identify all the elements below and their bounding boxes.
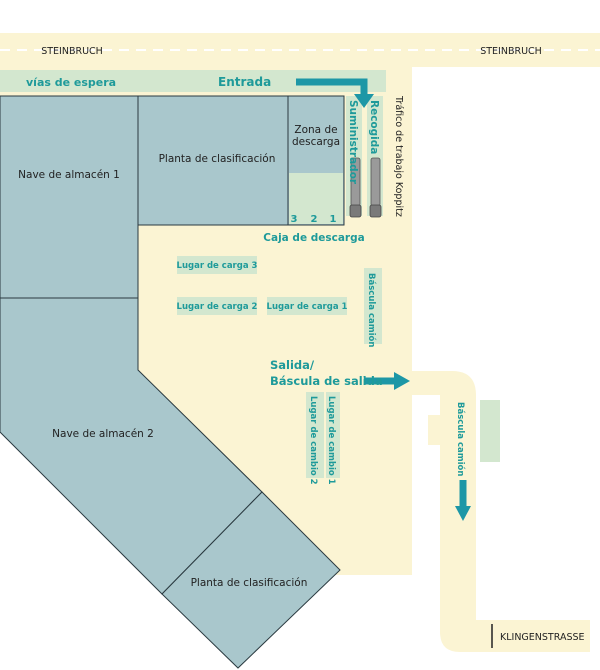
unloading-zone-bays — [289, 173, 343, 224]
waiting-lanes-strip — [0, 70, 386, 92]
label-supplier: Suministrador — [347, 100, 359, 185]
label-warehouse-2: Nave de almacén 2 — [52, 428, 154, 440]
label-change-2: Lugar de cambio 2 — [308, 396, 318, 485]
truck-scale-1-tag — [364, 268, 382, 344]
change-1-tag — [326, 392, 340, 478]
label-truck-scale-2: Báscula camión — [455, 402, 466, 476]
label-unloading-box: Caja de descarga — [263, 232, 364, 244]
road-label-klingenstrasse: KLINGENSTRASSE — [500, 632, 585, 643]
label-waiting-lanes: vías de espera — [26, 76, 116, 89]
loading-3-tag — [177, 256, 257, 274]
label-warehouse-1: Nave de almacén 1 — [18, 169, 120, 181]
label-pickup: Recogida — [368, 100, 380, 154]
label-exit-line1: Salida/ — [270, 358, 315, 372]
label-bay-3: 3 — [291, 214, 298, 225]
loading-2-tag — [177, 297, 257, 315]
label-unloading-zone-line1: Zona de — [294, 124, 337, 136]
exit-arrowhead-icon — [394, 372, 410, 390]
truck-cab-pickup — [369, 204, 382, 218]
label-entrance: Entrada — [218, 75, 271, 89]
label-loading-1: Lugar de carga 1 — [267, 302, 348, 312]
road-label-koppitz: Tráfico de trabajo Koppitz — [393, 95, 404, 217]
label-change-1: Lugar de cambio 1 — [326, 396, 336, 485]
warehouse-1 — [0, 95, 139, 299]
label-exit-line2: Báscula de salida — [270, 374, 383, 388]
truck-icon-pickup — [370, 157, 381, 207]
road-label-steinbruch-right: STEINBRUCH — [480, 46, 542, 57]
truck-cab-supplier — [349, 204, 362, 218]
sorting-plant-2 — [161, 491, 341, 669]
buildings — [0, 95, 345, 669]
loading-1-tag — [267, 297, 347, 315]
road-label-steinbruch-left: STEINBRUCH — [41, 46, 103, 57]
down-arrowhead-icon — [455, 506, 471, 521]
change-2-tag — [306, 392, 324, 478]
exit-road — [362, 371, 590, 652]
label-bay-2: 2 — [311, 214, 318, 225]
entrance-arrow-icon — [296, 78, 368, 96]
label-loading-2: Lugar de carga 2 — [177, 302, 258, 312]
label-sorting-plant-2: Planta de clasificación — [191, 577, 308, 589]
label-loading-3: Lugar de carga 3 — [177, 261, 258, 271]
entrance-arrowhead-icon — [354, 94, 374, 108]
label-sorting-plant-1: Planta de clasificación — [159, 153, 276, 165]
label-truck-scale-1: Báscula camión — [366, 273, 377, 347]
sorting-plant-1 — [137, 95, 289, 226]
label-unloading-zone-line2: descarga — [292, 136, 340, 148]
label-bay-1: 1 — [330, 214, 337, 225]
truck-scale-2-pad — [480, 400, 500, 462]
